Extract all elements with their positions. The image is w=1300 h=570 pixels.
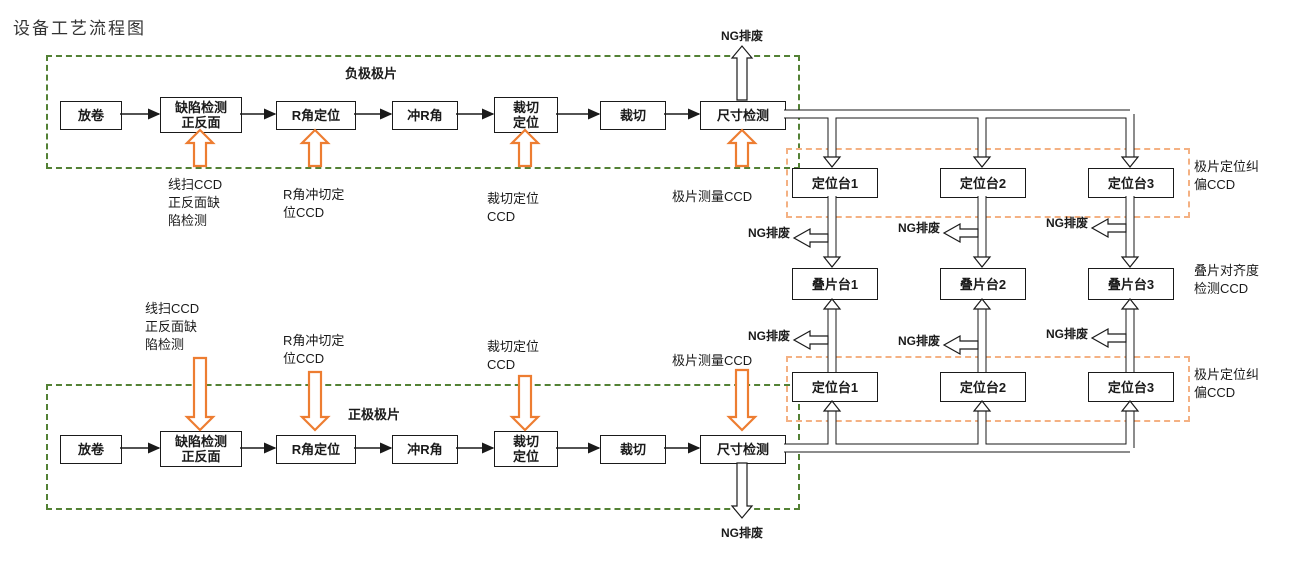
align-table-top-1: 定位台1 [792, 168, 878, 198]
ng-label-mid-bottom-3: NG排废 [1045, 327, 1088, 341]
neg-ccd-label-line-scan: 线扫CCD 正反面缺 陷检测 [168, 177, 223, 228]
ng-label-mid-top-3: NG排废 [1045, 216, 1088, 230]
stack-table-3: 叠片台3 [1088, 268, 1174, 300]
ng-label-mid-top-2: NG排废 [897, 221, 940, 235]
pos-step-cut-align: 裁切 定位 [494, 431, 558, 467]
ng-arrow-left [792, 227, 829, 249]
neg-step-punch-r: 冲R角 [392, 101, 458, 130]
pos-step-cut: 裁切 [600, 435, 666, 464]
ng-arrow-left [942, 222, 979, 244]
pos-step-r-corner-align: R角定位 [276, 435, 356, 464]
neg-step-cut: 裁切 [600, 101, 666, 130]
ng-arrow-left [1090, 217, 1127, 239]
label-stack-align-ccd: 叠片对齐度 检测CCD [1194, 263, 1260, 296]
ng-label-bottom: NG排废 [720, 526, 763, 540]
align-table-top-2: 定位台2 [940, 168, 1026, 198]
pos-ccd-label-r-corner: R角冲切定 位CCD [283, 333, 345, 366]
ng-label-mid-top-1: NG排废 [747, 226, 790, 240]
neg-ccd-label-measure: 极片测量CCD [672, 189, 753, 204]
pos-ccd-label-cut-align: 裁切定位 CCD [487, 339, 540, 372]
pos-step-unwind: 放卷 [60, 435, 122, 464]
ng-label-mid-bottom-2: NG排废 [897, 334, 940, 348]
page-title: 设备工艺流程图 [13, 19, 146, 38]
neg-step-cut-align: 裁切 定位 [494, 97, 558, 133]
positive-group-label: 正极极片 [348, 407, 401, 422]
label-align-ccd-bottom: 极片定位纠 偏CCD [1194, 367, 1260, 400]
connector-arrowhead-up [822, 298, 842, 310]
stack-table-1: 叠片台1 [792, 268, 878, 300]
ng-arrow-left [792, 329, 829, 351]
neg-step-r-corner-align: R角定位 [276, 101, 356, 130]
connector-arrowhead-up [1120, 298, 1140, 310]
align-table-bottom-2: 定位台2 [940, 372, 1026, 402]
pos-ccd-label-line-scan: 线扫CCD 正反面缺 陷检测 [145, 301, 200, 352]
ng-label-mid-bottom-1: NG排废 [747, 329, 790, 343]
align-table-bottom-1: 定位台1 [792, 372, 878, 402]
connector-arrowhead-down [972, 256, 992, 268]
connector-arrowhead-down [1120, 256, 1140, 268]
neg-step-size-check: 尺寸检测 [700, 101, 786, 130]
neg-step-defect-check: 缺陷检测 正反面 [160, 97, 242, 133]
pos-ccd-label-measure: 极片测量CCD [672, 353, 753, 368]
neg-ccd-label-cut-align: 裁切定位 CCD [487, 191, 540, 224]
negative-group-label: 负极极片 [345, 66, 398, 81]
neg-step-unwind: 放卷 [60, 101, 122, 130]
stack-table-2: 叠片台2 [940, 268, 1026, 300]
neg-ccd-label-r-corner: R角冲切定 位CCD [283, 187, 345, 220]
pos-step-defect-check: 缺陷检测 正反面 [160, 431, 242, 467]
align-table-top-3: 定位台3 [1088, 168, 1174, 198]
connector-arrowhead-up [972, 298, 992, 310]
ng-arrow-left [1090, 327, 1127, 349]
pos-step-size-check: 尺寸检测 [700, 435, 786, 464]
connector-arrowhead-down [822, 256, 842, 268]
ng-arrow-left [942, 334, 979, 356]
label-align-ccd-top: 极片定位纠 偏CCD [1194, 159, 1260, 192]
align-table-bottom-3: 定位台3 [1088, 372, 1174, 402]
ng-label-top: NG排废 [720, 29, 763, 43]
pos-step-punch-r: 冲R角 [392, 435, 458, 464]
